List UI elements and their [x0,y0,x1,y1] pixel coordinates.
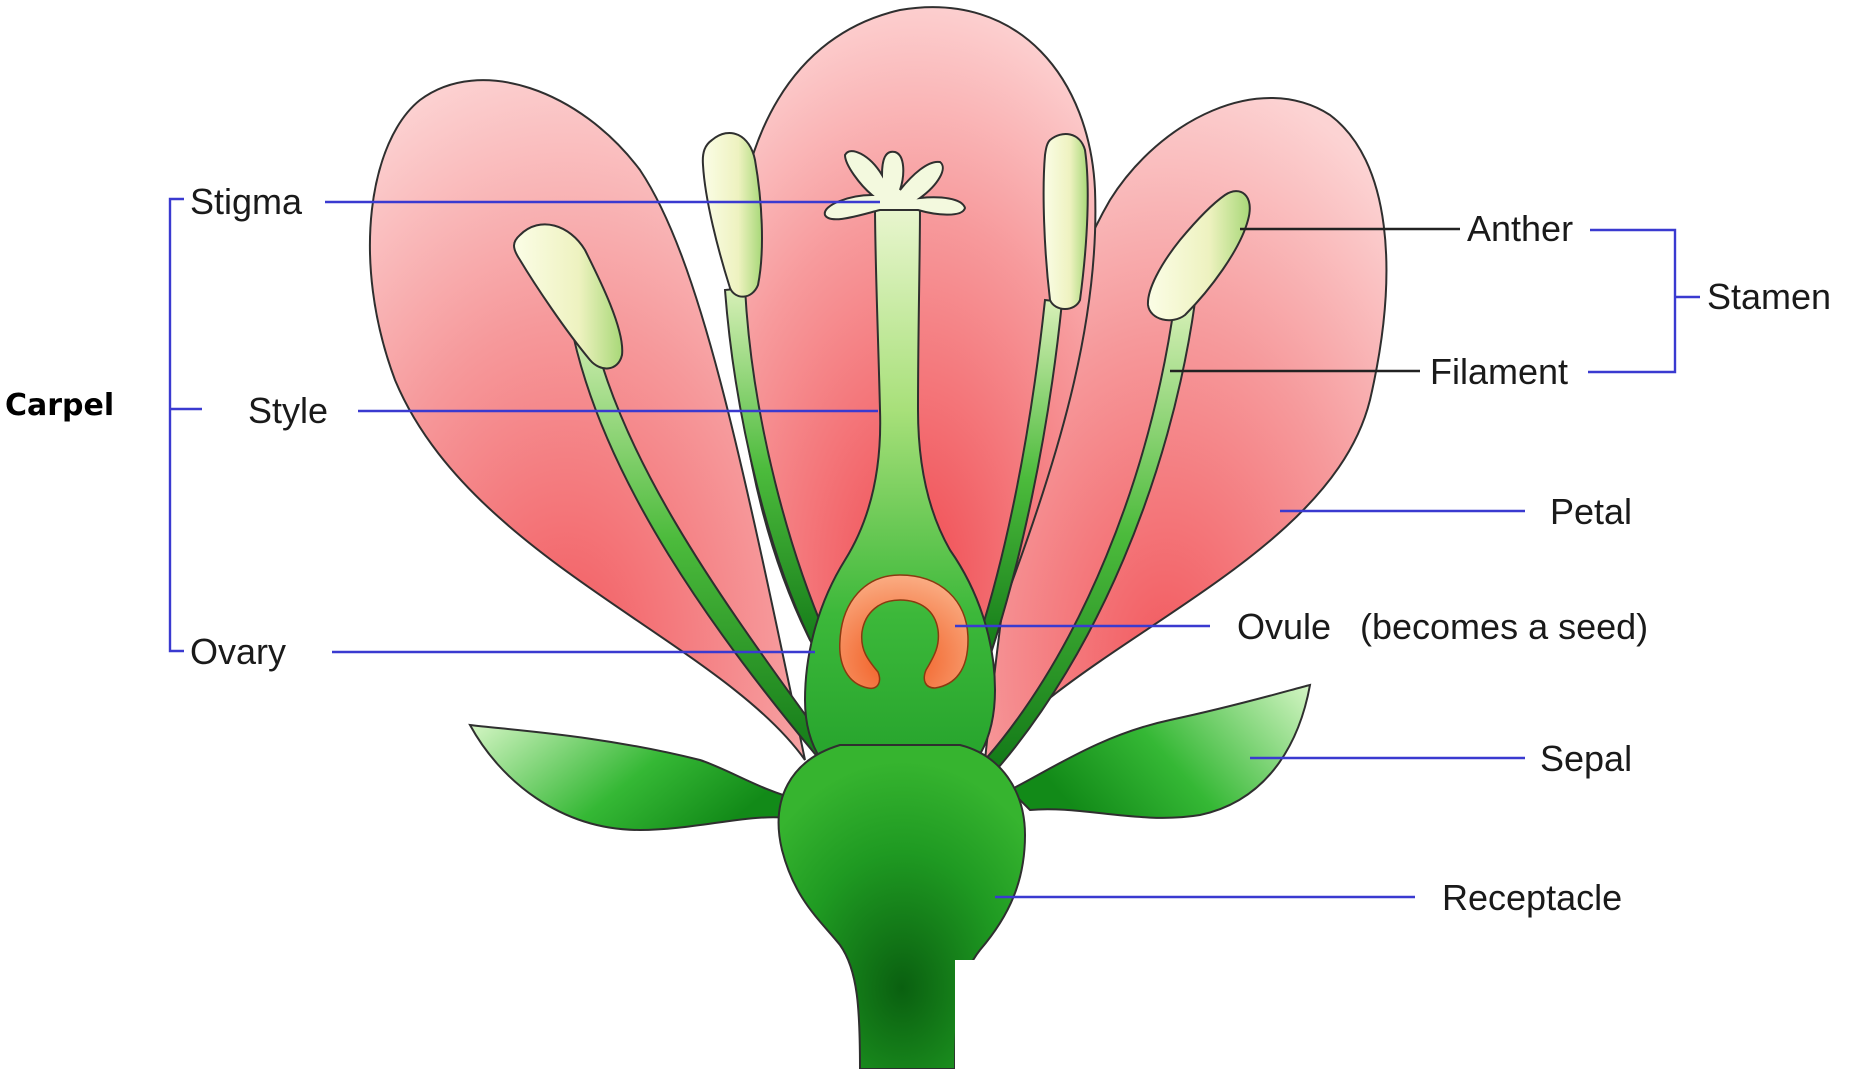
stamen-bracket [1588,230,1700,372]
carpel-bracket [170,199,202,651]
label-stamen: Stamen [1707,276,1831,317]
sepal-left [470,725,800,830]
label-ovule: Ovule [1237,606,1331,647]
stem-cut-mask [955,960,995,1069]
label-carpel: Carpel [5,388,114,423]
sepal-right [1010,685,1310,818]
label-filament: Filament [1430,351,1568,392]
label-petal: Petal [1550,491,1632,532]
label-ovary: Ovary [190,631,286,672]
label-receptacle: Receptacle [1442,877,1622,918]
label-ovule-note: (becomes a seed) [1360,606,1648,647]
label-style: Style [248,390,328,431]
label-anther: Anther [1467,208,1573,249]
label-stigma: Stigma [190,181,303,222]
label-sepal: Sepal [1540,738,1632,779]
